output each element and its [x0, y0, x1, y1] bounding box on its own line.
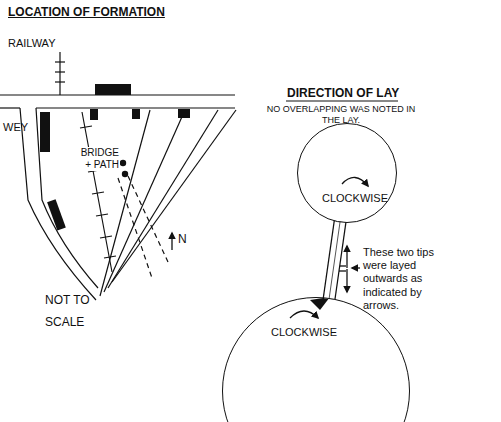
- lay-circle: CLOCKWISE: [297, 123, 397, 223]
- circle-label: CLOCKWISE: [306, 192, 404, 204]
- note-label: BRIDGE + PATH: [72, 147, 120, 171]
- circle-label: CLOCKWISE: [211, 326, 397, 338]
- bar-stroke: [329, 222, 340, 299]
- panel-heading: DIRECTION OF LAY: [287, 86, 399, 100]
- note-label: NO OVERLAPPING WAS NOTED IN THE LAY.: [264, 104, 418, 126]
- note-label: RAILWAY: [8, 37, 55, 50]
- buildings: [40, 84, 190, 230]
- lay-circle: CLOCKWISE: [222, 297, 410, 422]
- map: [0, 52, 236, 300]
- connector-bar: [329, 222, 340, 299]
- heading-underlines: [286, 100, 398, 101]
- note-label: NOT TO SCALE: [45, 290, 107, 333]
- panel-heading: LOCATION OF FORMATION: [8, 5, 165, 19]
- bar-stroke: [329, 222, 340, 299]
- note-label: These two tips were layed outwards as in…: [363, 246, 447, 312]
- north-arrow: [171, 233, 172, 250]
- wedge: [310, 297, 330, 310]
- note-label: WEY: [3, 121, 28, 134]
- note-label: N: [178, 232, 187, 246]
- bar-stroke: [329, 222, 340, 299]
